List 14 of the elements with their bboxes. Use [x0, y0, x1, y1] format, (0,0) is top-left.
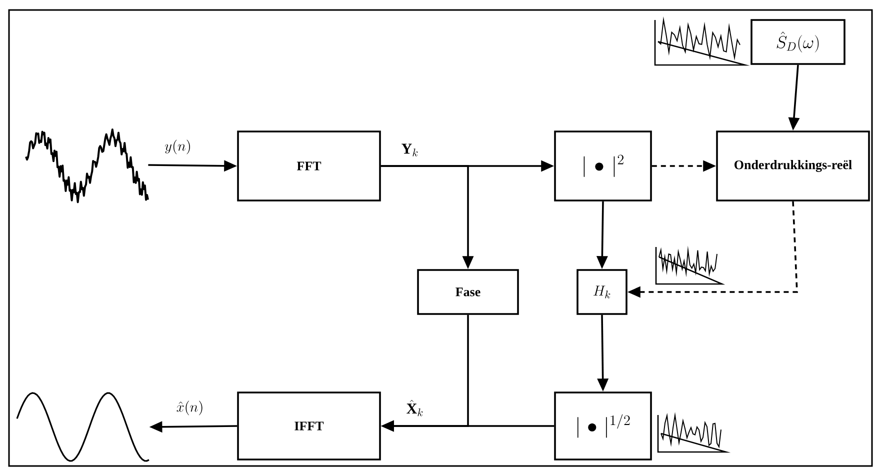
process-box: Fase: [417, 269, 519, 315]
clean-signal-drawing: [16, 392, 150, 462]
process-box: $|\bullet|^{1/2}$: [554, 392, 652, 460]
process-box: $|\bullet|^{2}$: [554, 130, 652, 202]
process-box: $\hat{S}_D(\omega)$: [750, 19, 846, 65]
process-box: $H_k$: [576, 269, 628, 315]
edge-label: $\mathbf{Y}_k$: [402, 144, 418, 156]
process-box: FFT: [237, 130, 381, 202]
noisy-signal-drawing: [25, 128, 149, 204]
process-box: IFFT: [237, 392, 381, 460]
edge-label: $\hat{x}(n)$: [176, 400, 202, 416]
edge-label: $\hat{\mathbf{X}}_k$: [406, 400, 423, 416]
process-box: Onderdrukkings-reël: [716, 130, 870, 202]
edge-label: $y(n)$: [165, 140, 190, 154]
